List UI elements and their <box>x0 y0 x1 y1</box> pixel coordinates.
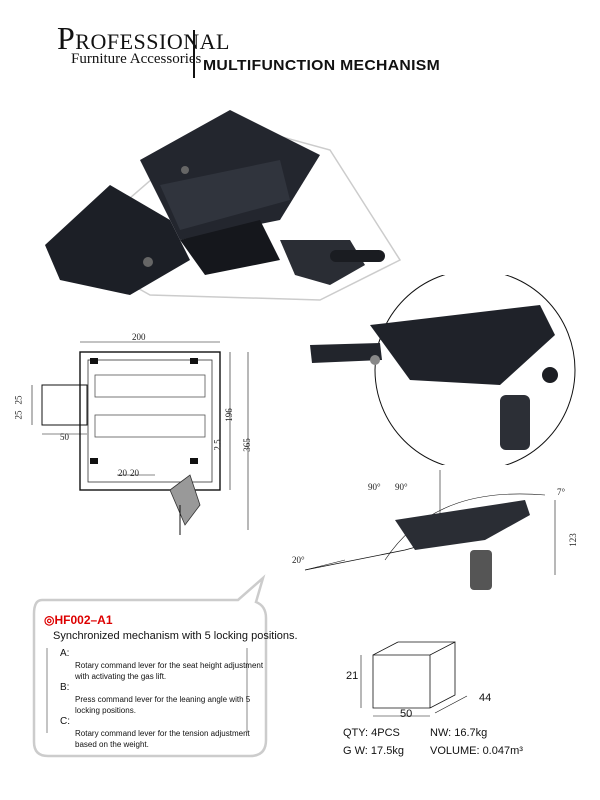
page-title: MULTIFUNCTION MECHANISM <box>203 57 441 74</box>
box-width: 50 <box>400 708 413 720</box>
dim-offset: 2.5 <box>212 439 223 451</box>
callout-frame <box>32 574 268 758</box>
option-a-letter: A: <box>60 648 70 659</box>
detail-photo <box>310 275 576 465</box>
option-b-text: Press command lever for the leaning angl… <box>75 695 251 715</box>
angle-90-right: 90° <box>395 482 408 492</box>
dim-s1: 20 <box>118 468 127 478</box>
spec-nw: NW: 16.7kg <box>430 727 488 739</box>
dim-height: 196 <box>223 408 234 422</box>
option-b-letter: B: <box>60 682 70 693</box>
spec-gw: G W: 17.5kg <box>343 745 404 757</box>
brand-tagline: Furniture Accessories <box>71 51 202 67</box>
angle-90-left: 90° <box>368 482 381 492</box>
brand-logo: PROFESSIONAL Furniture Accessories <box>57 20 230 68</box>
header-divider <box>193 30 195 78</box>
carton-box <box>360 641 468 717</box>
box-depth: 44 <box>479 692 492 704</box>
box-height: 21 <box>346 670 359 682</box>
dim-width: 200 <box>132 332 146 342</box>
dim-side-a: 25 <box>13 395 24 405</box>
height-123: 123 <box>567 533 578 547</box>
model-description: Synchronized mechanism with 5 locking po… <box>53 630 298 642</box>
model-number: ◎HF002–A1 <box>44 613 113 627</box>
angle-20: 20° <box>292 555 305 565</box>
angle-7: 7° <box>557 487 566 497</box>
dim-side-b: 25 <box>13 410 24 420</box>
technical-drawing <box>31 341 249 535</box>
option-c-letter: C: <box>60 716 70 727</box>
dim-s2: 20 <box>130 468 139 478</box>
brand-name: PROFESSIONAL <box>57 20 230 56</box>
option-c-text: Rotary command lever for the tension adj… <box>75 729 250 749</box>
product-photo <box>45 110 402 301</box>
dim-total: 365 <box>241 438 252 452</box>
spec-volume: VOLUME: 0.047m³ <box>430 745 523 757</box>
option-a-text: Rotary command lever for the seat height… <box>75 661 264 681</box>
spec-qty: QTY: 4PCS <box>343 727 400 739</box>
dim-left: 50 <box>60 432 69 442</box>
angle-diagram <box>304 470 556 590</box>
